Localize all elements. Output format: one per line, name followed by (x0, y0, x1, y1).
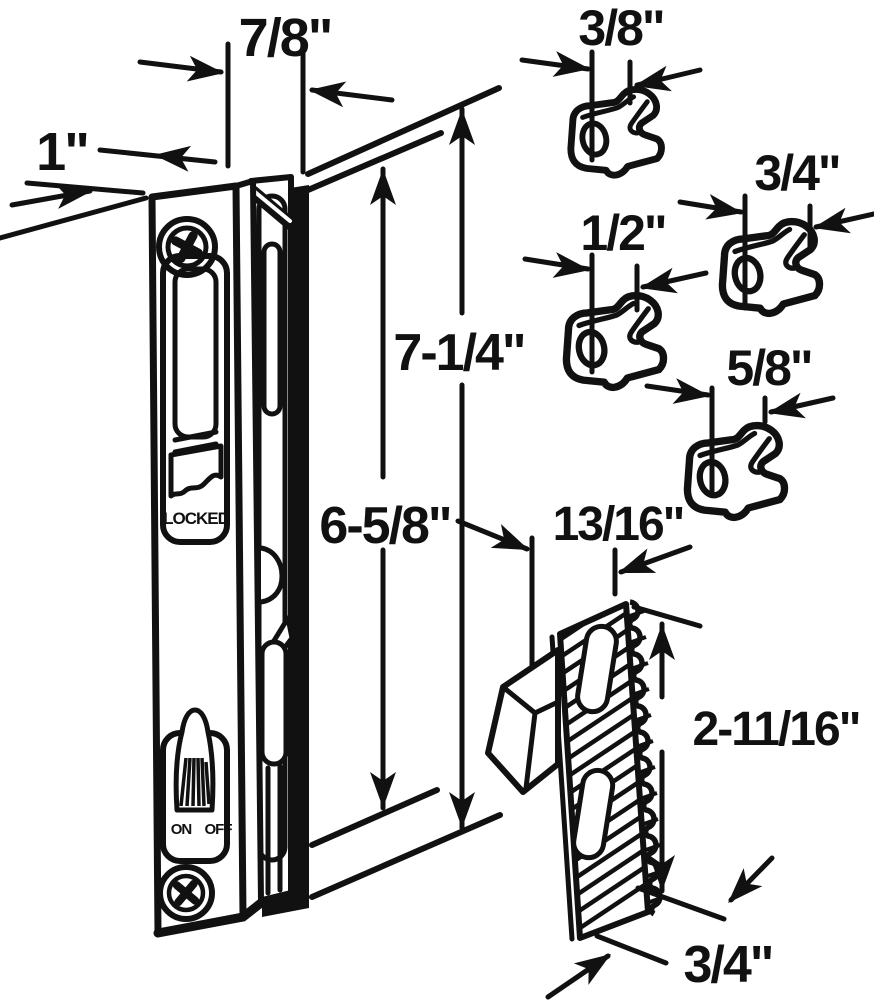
door-frame-lines (0, 85, 503, 917)
dim-hook-b: 3/4" (677, 145, 874, 311)
dim-plate-side: 1" (9, 122, 218, 209)
dim-hook-a: 3/8" (519, 0, 703, 163)
off-label: OFF (205, 821, 233, 838)
locked-indicator: LOCKED (160, 253, 231, 545)
top-screw (156, 216, 218, 278)
hook-keeper-3-4 (722, 222, 819, 314)
dim-label-keeper-depth: 3/4" (684, 936, 773, 994)
door-stile-edge (290, 185, 309, 897)
lock-faceplate: LOCKED ON OFF (148, 178, 266, 938)
dim-label-inner-height: 6-5/8" (319, 497, 450, 555)
dim-label-plate-width: 7/8" (239, 8, 332, 68)
keeper-wedge (485, 647, 561, 795)
dim-label-keeper-width: 13/16" (553, 498, 684, 551)
dim-label-keeper-height: 2-11/16" (693, 703, 860, 756)
locked-label: LOCKED (163, 509, 230, 528)
serrated-edge (626, 599, 663, 917)
hook-keeper-1-2 (566, 296, 663, 388)
dim-label-hook-d: 5/8" (726, 340, 811, 396)
slide-lever (168, 443, 224, 499)
hook-keeper-5-8 (687, 426, 784, 518)
keeper-strike-plate (485, 599, 665, 942)
dim-keeper-height: 2-11/16" (631, 604, 861, 922)
keeper-slot-top (575, 623, 619, 715)
on-off-switch: ON OFF (160, 707, 233, 864)
hook-keeper-3-8 (571, 89, 662, 175)
dim-hook-c: 1/2" (522, 205, 709, 375)
dim-hook-d: 5/8" (644, 340, 836, 497)
dim-plate-width: 7/8" (137, 8, 395, 175)
phillips-cross-icon (172, 879, 200, 907)
dim-label-hook-b: 3/4" (754, 145, 839, 201)
dim-keeper-depth: 3/4" (545, 855, 775, 1000)
dim-label-overall-height: 7-1/4" (393, 324, 524, 382)
latch-hook-body (259, 639, 289, 767)
dim-inner-height: 6-5/8" (319, 166, 453, 811)
on-label: ON (171, 821, 192, 838)
keeper-slot-bottom (571, 767, 616, 861)
bottom-screw (157, 864, 215, 922)
dim-keeper-width: 13/16" (455, 498, 693, 671)
dim-overall-height: 7-1/4" (393, 106, 527, 831)
door-stile-foot (262, 890, 309, 917)
dim-label-hook-a: 3/8" (578, 0, 663, 56)
dim-label-hook-c: 1/2" (580, 205, 665, 261)
dim-label-plate-side: 1" (36, 122, 88, 182)
